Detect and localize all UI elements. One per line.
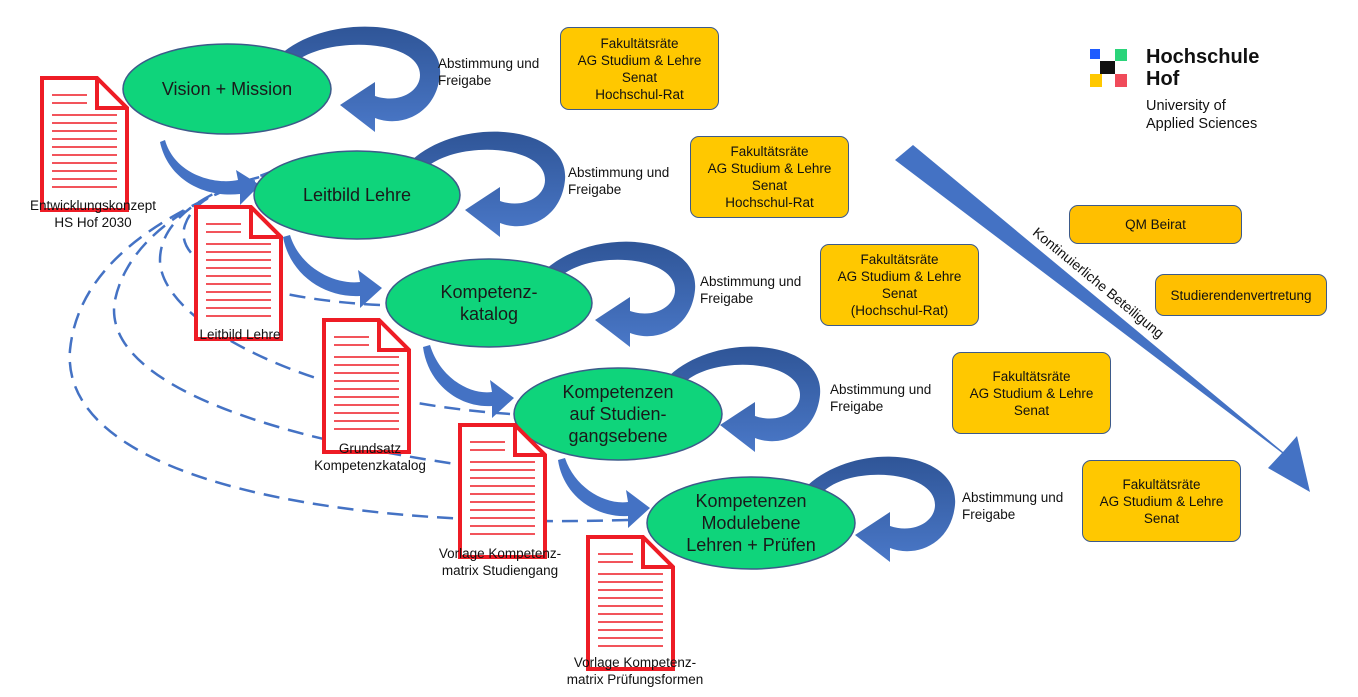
ellipse-leitbild bbox=[253, 150, 461, 240]
committee-box-studiengang: Fakultätsräte AG Studium & Lehre Senat bbox=[952, 352, 1111, 434]
committee-box-leitbild: Fakultätsräte AG Studium & Lehre Senat H… bbox=[690, 136, 849, 218]
logo-name-line2: Hof bbox=[1146, 68, 1180, 90]
loop-arrow-modul bbox=[808, 456, 956, 562]
approval-loops bbox=[280, 26, 956, 562]
ellipse-katalog bbox=[385, 258, 593, 348]
ellipse-modul bbox=[646, 476, 856, 570]
approval-label-modul: Abstimmung und Freigabe bbox=[962, 490, 1064, 522]
loop-arrow-katalog bbox=[545, 241, 696, 347]
down-arrows bbox=[160, 140, 650, 528]
ellipse-studiengang bbox=[513, 367, 723, 461]
approval-label-studiengang: Abstimmung und Freigabe bbox=[830, 382, 932, 414]
logo-name-line1: Hochschule bbox=[1146, 46, 1260, 68]
approval-label-vision: Abstimmung und Freigabe bbox=[438, 56, 540, 88]
loop-arrow-vision bbox=[280, 26, 441, 132]
dashed-line-modul bbox=[68, 160, 629, 523]
document-icon-entwicklungskonzept bbox=[40, 76, 129, 212]
studierendenvertretung-box: Studierendenvertretung bbox=[1155, 274, 1327, 316]
diagonal-participation-arrow bbox=[895, 145, 1310, 492]
arrow-vision-leitbild bbox=[160, 140, 260, 205]
document-caption-leitbild: Leitbild Lehre bbox=[199, 327, 281, 342]
ellipse-label-modul: Kompetenzen Modulebene Lehren + Prüfen bbox=[686, 491, 816, 555]
arrow-leitbild-katalog bbox=[283, 235, 382, 308]
loop-arrow-studiengang bbox=[670, 346, 821, 452]
logo-sub-line1: University of bbox=[1146, 98, 1226, 114]
approval-label-leitbild: Abstimmung und Freigabe bbox=[568, 165, 670, 197]
ellipse-label-studiengang: Kompetenzen auf Studien- gangsebene bbox=[562, 382, 674, 446]
committee-box-katalog: Fakultätsräte AG Studium & Lehre Senat (… bbox=[820, 244, 979, 326]
committee-box-modul: Fakultätsräte AG Studium & Lehre Senat bbox=[1082, 460, 1241, 542]
document-caption-matrix-studiengang: Vorlage Kompetenz- matrix Studiengang bbox=[438, 546, 562, 578]
arrow-katalog-studiengang bbox=[423, 345, 514, 418]
hochschule-hof-logo-mark bbox=[1090, 49, 1127, 87]
arrow-studiengang-modul bbox=[558, 458, 650, 528]
document-caption-matrix-pruefungsformen: Vorlage Kompetenz- matrix Prüfungsformen bbox=[566, 655, 704, 687]
document-caption-entwicklungskonzept: Entwicklungskonzept HS Hof 2030 bbox=[29, 198, 157, 230]
committee-box-vision: Fakultätsräte AG Studium & Lehre Senat H… bbox=[560, 27, 719, 110]
ellipse-label-katalog: Kompetenz- katalog bbox=[440, 282, 538, 324]
logo-sub-line2: Applied Sciences bbox=[1146, 116, 1258, 132]
ellipse-label-vision: Vision + Mission bbox=[161, 79, 293, 99]
qm-beirat-box: QM Beirat bbox=[1069, 205, 1242, 244]
ellipse-vision bbox=[122, 43, 332, 135]
document-caption-grundsatz: Grundsatz Kompetenzkatalog bbox=[314, 441, 426, 473]
loop-arrow-leitbild bbox=[412, 131, 566, 237]
ellipse-label-leitbild: Leitbild Lehre bbox=[302, 185, 412, 205]
approval-label-katalog: Abstimmung und Freigabe bbox=[700, 274, 802, 306]
